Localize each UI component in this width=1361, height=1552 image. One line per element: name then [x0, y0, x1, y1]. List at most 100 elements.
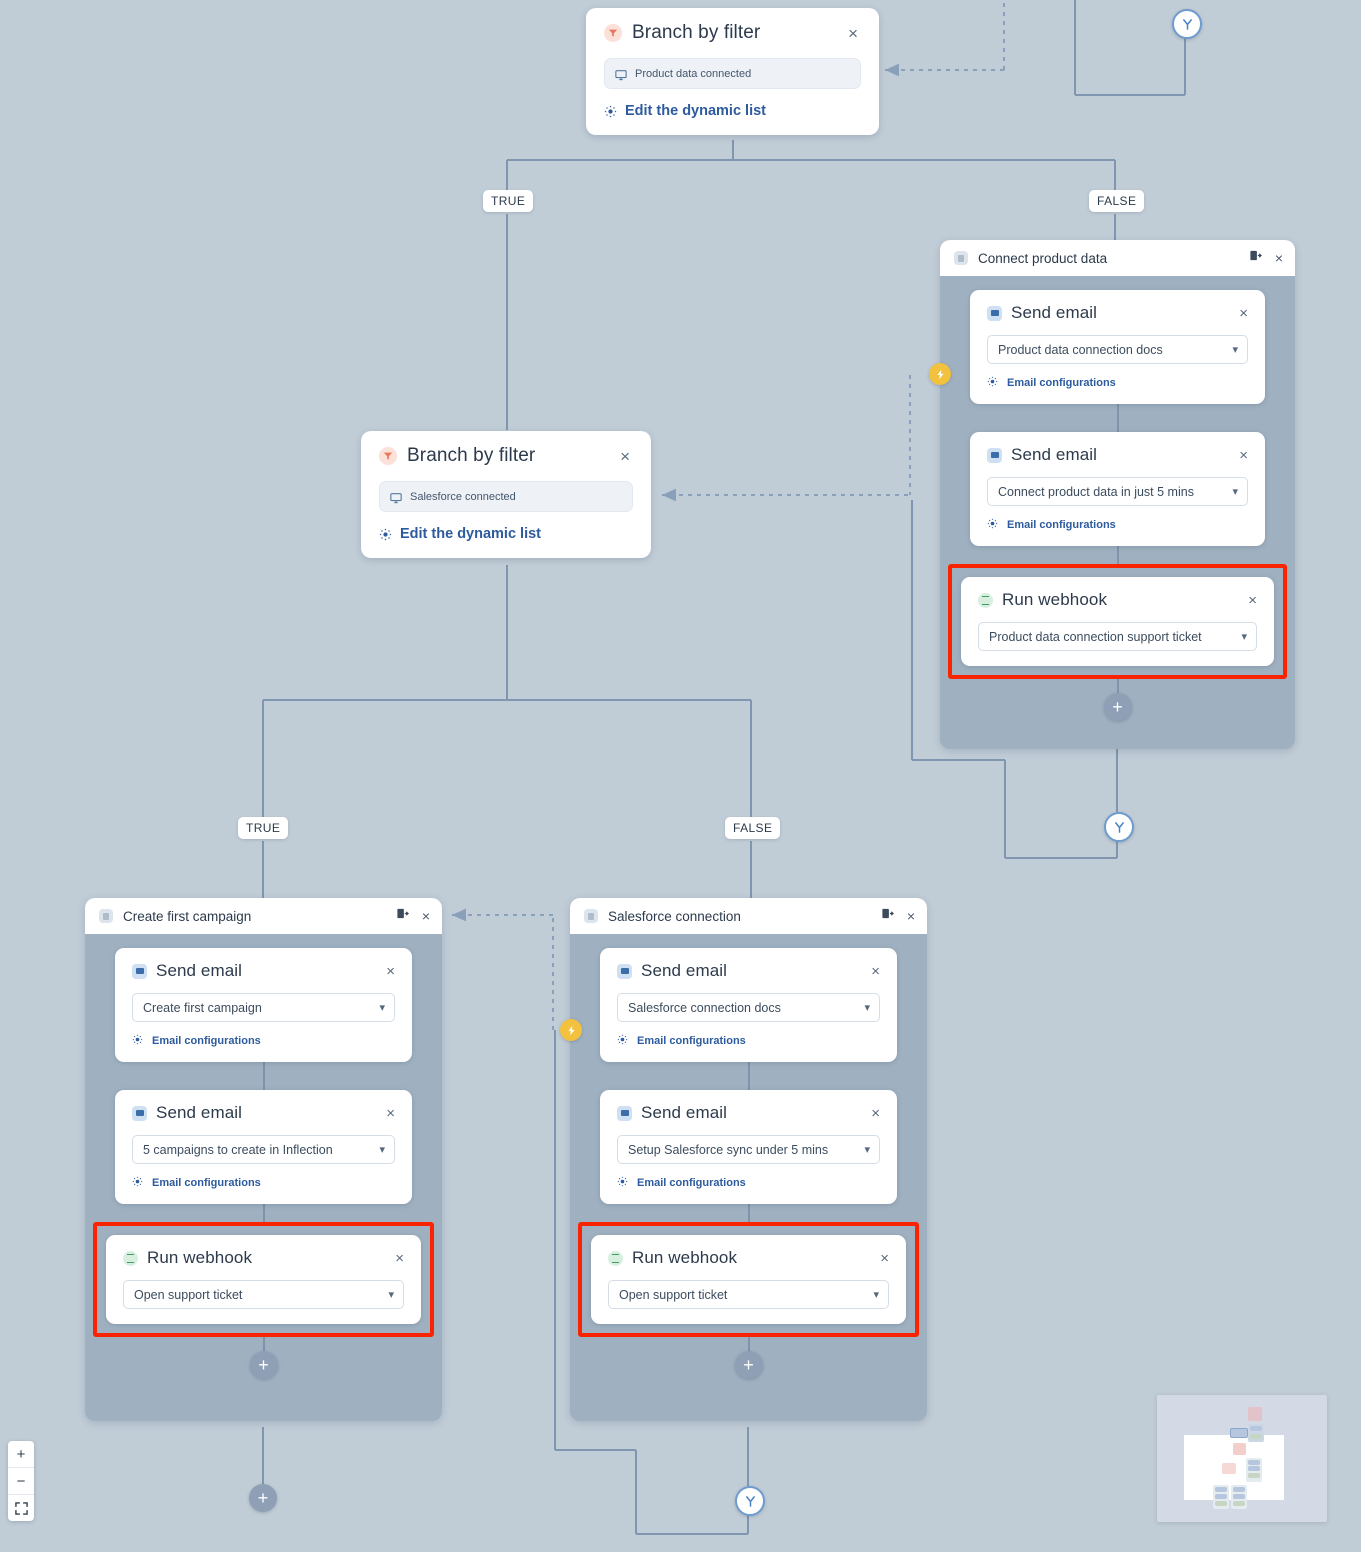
- step-header: Run webhook ×: [608, 1248, 889, 1268]
- close-icon[interactable]: ×: [906, 908, 915, 924]
- email-template-select[interactable]: Create first campaign ▾: [132, 993, 395, 1022]
- email-configurations-link[interactable]: Email configurations: [617, 1176, 880, 1189]
- duplicate-icon[interactable]: [881, 907, 894, 925]
- email-icon: [987, 447, 1002, 463]
- close-icon[interactable]: ×: [848, 23, 858, 43]
- group-connect-product-data[interactable]: Connect product data × Send email × Prod…: [940, 240, 1295, 749]
- zoom-controls[interactable]: + −: [8, 1441, 34, 1521]
- email-template-select[interactable]: Setup Salesforce sync under 5 mins ▾: [617, 1135, 880, 1164]
- close-icon[interactable]: ×: [871, 1104, 880, 1122]
- step-title: Send email: [156, 961, 243, 980]
- highlight-annotation: Run webhook × Product data connection su…: [948, 564, 1287, 679]
- close-icon[interactable]: ×: [395, 1249, 404, 1267]
- duplicate-icon[interactable]: [396, 907, 409, 925]
- merge-node-badge-right[interactable]: [1104, 812, 1134, 842]
- email-configurations-link[interactable]: Email configurations: [132, 1034, 395, 1047]
- add-step-button[interactable]: +: [249, 1351, 278, 1379]
- merge-node-badge-bottom[interactable]: [735, 1486, 765, 1516]
- gear-icon: [604, 105, 617, 118]
- step-run-webhook[interactable]: Run webhook × Product data connection su…: [961, 577, 1274, 666]
- merge-node-badge-top-right[interactable]: [1172, 9, 1202, 39]
- lightning-bolt-icon: [936, 369, 944, 379]
- email-configurations-label: Email configurations: [1007, 518, 1116, 531]
- edit-dynamic-list-link[interactable]: Edit the dynamic list: [379, 526, 633, 542]
- trigger-bolt-badge-bottom[interactable]: [560, 1019, 582, 1041]
- duplicate-icon[interactable]: [1249, 249, 1262, 267]
- edge-label-false-top: FALSE: [1089, 190, 1145, 212]
- fit-screen-button[interactable]: [8, 1495, 34, 1521]
- step-send-email[interactable]: Send email × Create first campaign ▾ Ema…: [115, 948, 412, 1062]
- step-send-email[interactable]: Send email × Salesforce connection docs …: [600, 948, 897, 1062]
- filter-pill[interactable]: Product data connected: [604, 58, 861, 89]
- close-icon[interactable]: ×: [620, 446, 630, 466]
- email-configurations-link[interactable]: Email configurations: [617, 1034, 880, 1047]
- filter-pill-label: Product data connected: [635, 67, 752, 80]
- group-header[interactable]: Create first campaign ×: [85, 898, 442, 934]
- edge-label-true-middle: TRUE: [238, 817, 289, 839]
- minimap-node: [1230, 1428, 1248, 1438]
- step-send-email[interactable]: Send email × Product data connection doc…: [970, 290, 1265, 404]
- group-salesforce-connection[interactable]: Salesforce connection × Send email × Sal…: [570, 898, 927, 1421]
- step-header: Send email ×: [987, 445, 1248, 465]
- group-header[interactable]: Connect product data ×: [940, 240, 1295, 276]
- trigger-bolt-badge-right[interactable]: [929, 363, 951, 385]
- email-template-value: Salesforce connection docs: [628, 1000, 781, 1015]
- chevron-down-icon: ▾: [1241, 631, 1247, 643]
- step-title: Send email: [641, 961, 728, 980]
- group-icon: [954, 251, 968, 265]
- email-template-value: Create first campaign: [143, 1000, 262, 1015]
- step-connector: [1116, 546, 1119, 564]
- close-icon[interactable]: ×: [386, 962, 395, 980]
- minimap[interactable]: [1157, 1395, 1327, 1522]
- step-connector: [1116, 679, 1119, 693]
- filter-pill[interactable]: Salesforce connected: [379, 481, 633, 512]
- step-title: Run webhook: [1002, 590, 1108, 609]
- add-node-button-below-create-first-campaign[interactable]: +: [249, 1484, 277, 1512]
- email-icon: [987, 305, 1002, 321]
- close-icon[interactable]: ×: [880, 1249, 889, 1267]
- close-icon[interactable]: ×: [1248, 591, 1257, 609]
- branch-by-filter-node-middle[interactable]: Branch by filter × Salesforce connected …: [361, 431, 651, 558]
- close-icon[interactable]: ×: [1274, 250, 1283, 266]
- email-template-select[interactable]: Connect product data in just 5 mins ▾: [987, 477, 1248, 506]
- email-icon: [617, 1105, 632, 1121]
- close-icon[interactable]: ×: [1239, 304, 1248, 322]
- fit-screen-icon: [14, 1501, 28, 1515]
- chevron-down-icon: ▾: [1232, 344, 1238, 356]
- group-title: Create first campaign: [123, 908, 252, 924]
- group-header[interactable]: Salesforce connection ×: [570, 898, 927, 934]
- close-icon[interactable]: ×: [871, 962, 880, 980]
- edge-label-false-middle: FALSE: [725, 817, 781, 839]
- branch-by-filter-node-top[interactable]: Branch by filter × Product data connecte…: [586, 8, 879, 135]
- step-send-email[interactable]: Send email × Connect product data in jus…: [970, 432, 1265, 546]
- zoom-out-button[interactable]: −: [8, 1468, 34, 1495]
- step-send-email[interactable]: Send email × 5 campaigns to create in In…: [115, 1090, 412, 1204]
- add-step-button[interactable]: +: [734, 1351, 763, 1379]
- close-icon[interactable]: ×: [386, 1104, 395, 1122]
- add-step-button[interactable]: +: [1103, 693, 1132, 721]
- step-connector: [262, 1204, 265, 1222]
- email-icon: [132, 1105, 147, 1121]
- email-configurations-link[interactable]: Email configurations: [132, 1176, 395, 1189]
- email-template-select[interactable]: Product data connection docs ▾: [987, 335, 1248, 364]
- step-connector: [747, 1204, 750, 1222]
- email-template-select[interactable]: Salesforce connection docs ▾: [617, 993, 880, 1022]
- webhook-select[interactable]: Open support ticket ▾: [608, 1280, 889, 1309]
- close-icon[interactable]: ×: [421, 908, 430, 924]
- step-run-webhook[interactable]: Run webhook × Open support ticket ▾: [106, 1235, 421, 1324]
- email-template-select[interactable]: 5 campaigns to create in Inflection ▾: [132, 1135, 395, 1164]
- edit-dynamic-list-link[interactable]: Edit the dynamic list: [604, 103, 861, 119]
- webhook-select[interactable]: Open support ticket ▾: [123, 1280, 404, 1309]
- gear-icon: [132, 1034, 145, 1047]
- email-configurations-link[interactable]: Email configurations: [987, 518, 1248, 531]
- close-icon[interactable]: ×: [1239, 446, 1248, 464]
- step-connector: [262, 1062, 265, 1090]
- webhook-select[interactable]: Product data connection support ticket ▾: [978, 622, 1257, 651]
- group-create-first-campaign[interactable]: Create first campaign × Send email × Cre…: [85, 898, 442, 1421]
- step-send-email[interactable]: Send email × Setup Salesforce sync under…: [600, 1090, 897, 1204]
- email-configurations-link[interactable]: Email configurations: [987, 376, 1248, 389]
- step-run-webhook[interactable]: Run webhook × Open support ticket ▾: [591, 1235, 906, 1324]
- zoom-in-button[interactable]: +: [8, 1441, 34, 1468]
- email-configurations-label: Email configurations: [1007, 376, 1116, 389]
